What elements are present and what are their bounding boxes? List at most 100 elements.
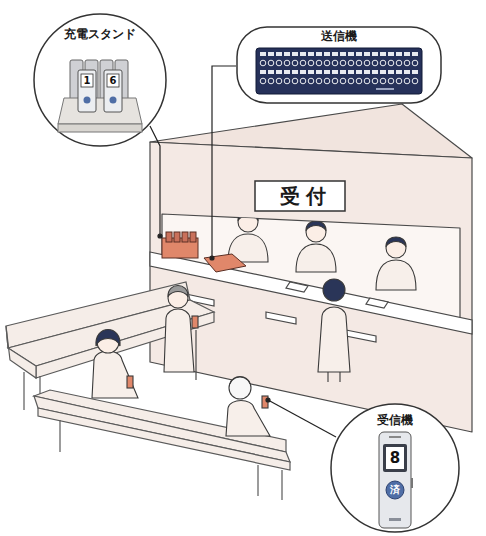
staff-part [306,222,326,242]
key-tag [356,52,362,56]
key-button [356,78,362,84]
key-button [412,78,418,84]
key-tag [364,70,370,74]
display-frame [383,444,407,472]
key-button [260,78,266,84]
leader-lines [150,66,336,437]
sofas [6,282,290,500]
visitors-part [323,279,345,301]
button-label: 済 [386,481,404,499]
visitors-part [195,330,196,380]
key-button [396,78,402,84]
pager-button [84,97,91,104]
key-button [292,60,298,66]
key-tag [412,70,418,74]
key-tag [380,70,386,74]
counter-part [266,312,296,324]
visitors-part [229,377,251,399]
pager [104,70,122,112]
key-button [404,78,410,84]
desk-devices [162,232,246,272]
pager-button [110,97,117,104]
transmitter-panel [256,48,422,94]
sign-text: 受付 [254,185,352,208]
booth [150,104,472,432]
receiver-callout: 受信機 [329,402,461,534]
key-button [276,60,282,66]
key-tag [380,52,386,56]
transmitter-callout: 送信機 [236,26,442,104]
staff-part [386,237,406,246]
key-button [324,78,330,84]
sofas-part [6,326,36,378]
done-button [386,481,404,499]
side-key [411,478,413,488]
pager-display [107,74,119,87]
key-tag [308,70,314,74]
key-button [348,60,354,66]
key-tag [324,70,330,74]
key-tag [260,52,266,56]
sofas-part [257,465,258,496]
logo-mark [389,518,401,521]
key-tag [284,70,290,74]
key-tag [404,70,410,74]
key-tag [396,70,402,74]
logo-mark [376,88,394,90]
key-tag [396,52,402,56]
charger-callout: 充電スタンド [32,12,168,148]
key-button [268,60,274,66]
key-button [340,78,346,84]
pager-number: 1 [81,74,93,87]
visitors-part [92,351,138,398]
key-tag [332,70,338,74]
key-tag [284,52,290,56]
key-tag [332,52,338,56]
desk-devices-part [174,232,180,242]
desk-devices-part [204,254,246,272]
key-button [268,78,274,84]
key-button [260,60,266,66]
shape-part [379,432,411,528]
key-button [380,60,386,66]
staff-part [238,212,258,232]
visitors-part [164,309,194,372]
desk-devices-part [190,232,196,242]
callout-title: 送信機 [236,30,442,44]
key-tag [276,70,282,74]
receiver-device [379,432,413,528]
key-tag [348,70,354,74]
visitors-part [327,372,328,382]
visitors-part [168,286,188,297]
sofas-part [281,470,282,500]
charger-tray [58,98,142,124]
key-button [308,78,314,84]
key-button [332,78,338,84]
visitors-part [96,330,120,347]
key-tag [268,52,274,56]
key-tag [372,70,378,74]
key-tag [324,52,330,56]
key-button [316,60,322,66]
key-tag [388,70,394,74]
key-tag [412,52,418,56]
key-button [324,60,330,66]
reception-sign: 受付 [254,180,346,212]
pager-display [81,74,93,87]
leader-lines-part [266,398,270,402]
key-button [364,60,370,66]
sofas-part [59,420,60,452]
key-button [380,78,386,84]
key-tag [364,52,370,56]
key-tag [308,52,314,56]
callout-title: 受信機 [329,414,461,428]
leader-lines-part [212,66,236,256]
pager [78,70,96,112]
key-tag [292,70,298,74]
key-tag [348,52,354,56]
visitors-part [339,372,340,382]
key-tag [372,52,378,56]
sofas-part [23,372,24,410]
callout-frame [237,27,441,103]
